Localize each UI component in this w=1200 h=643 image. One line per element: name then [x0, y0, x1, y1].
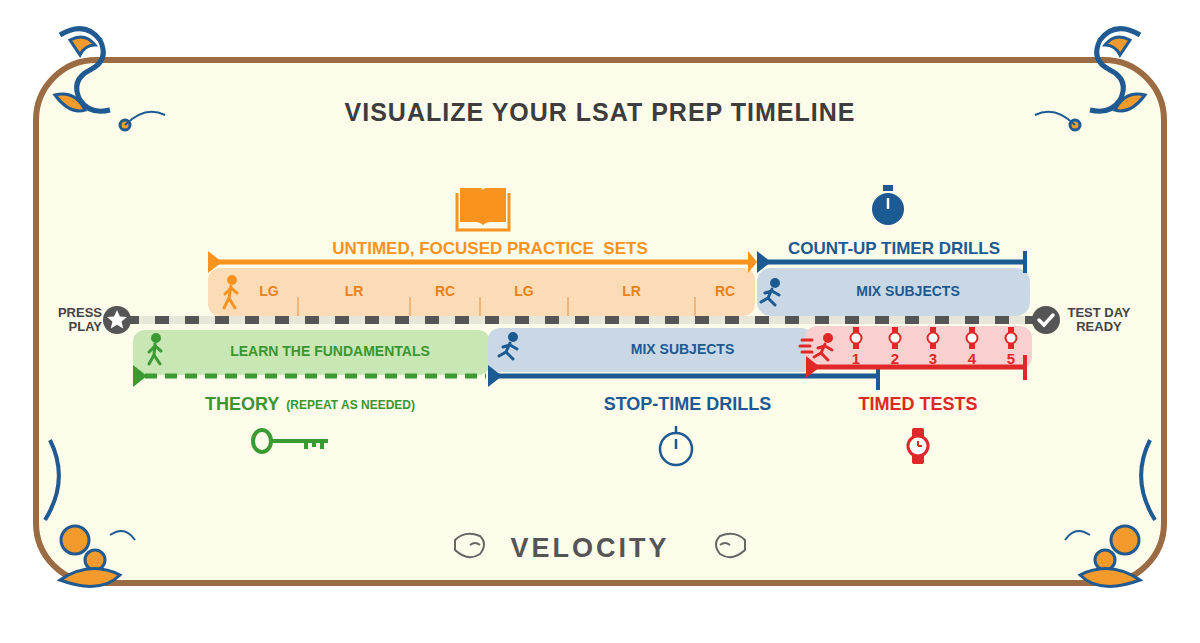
- stoptime-band: MIX SUBJECTS STOP-TIME DRILLS: [488, 326, 880, 418]
- timed-timeline: [812, 365, 1025, 370]
- timer-icon: [872, 185, 904, 225]
- start-flag: [757, 251, 771, 273]
- fundamentals-band: LEARN THE FUNDAMENTALS THEORY (REPEAT AS N…: [133, 328, 493, 418]
- band-text: STOP-TIME DRILLS: [560, 393, 815, 417]
- stoptime-timeline: [492, 374, 878, 379]
- band-label: TIMED TESTS: [818, 393, 1018, 417]
- stoptime-band-fill: [488, 328, 813, 372]
- segment-divider: [298, 297, 695, 316]
- band-text: THEORY: [205, 393, 279, 417]
- book-icon: [457, 188, 509, 230]
- test-number: 3: [923, 350, 943, 368]
- frame: [36, 60, 1164, 583]
- band-label: COUNT-UP TIMER DRILLS: [768, 238, 1020, 260]
- subject-segment: RC: [695, 268, 755, 316]
- corner-ornament: [1065, 440, 1155, 586]
- watch-icon: [851, 327, 1017, 349]
- test-number: 4: [962, 350, 982, 368]
- countup-timeline: [760, 260, 1025, 265]
- timed-band-fill: [805, 326, 1032, 369]
- band-label: LG: [482, 270, 566, 314]
- start-label: PRESS PLAY: [46, 298, 102, 342]
- subject-segment: LG: [480, 268, 568, 316]
- subject-segment: LR: [298, 268, 410, 316]
- check-icon: [1039, 315, 1053, 325]
- band-label: RC: [697, 270, 753, 314]
- band-text: (REPEAT AS NEEDED): [286, 396, 415, 416]
- band-label: LG: [242, 270, 296, 314]
- walker-icon: [224, 277, 237, 309]
- countup-band-fill: [757, 268, 1030, 316]
- band-label: UNTIMED, FOCUSED PRACTICE SETS: [250, 238, 730, 260]
- track-dashes: [125, 316, 1035, 324]
- band-label: LEARN THE FUNDAMENTALS: [175, 331, 485, 373]
- start-flag: [208, 251, 222, 273]
- ready-circle: [1032, 306, 1060, 334]
- test-number: 1: [846, 350, 866, 368]
- start-flag: [806, 356, 820, 378]
- untimed-band: UNTIMED, FOCUSED PRACTICE SETSLGLRRCLGLR…: [205, 236, 760, 318]
- band-label: MIX SUBJECTS: [560, 330, 805, 370]
- untimed-timeline: [212, 260, 752, 265]
- fundamentals-band-fill: [133, 330, 490, 375]
- test-number: 5: [1001, 350, 1021, 368]
- runner-icon: [761, 280, 779, 306]
- key-icon: [253, 430, 328, 452]
- subject-segment: RC: [410, 268, 480, 316]
- subject-segment: LR: [568, 268, 695, 316]
- runner-icon: [800, 335, 832, 361]
- wristwatch-icon: [908, 428, 928, 464]
- corner-ornament: [45, 440, 135, 586]
- band-label: RC: [412, 270, 478, 314]
- play-circle: [103, 306, 131, 334]
- theory-timeline: [145, 374, 486, 379]
- corner-ornament: [55, 29, 165, 130]
- walker-icon: [149, 335, 161, 365]
- start-flag: [133, 365, 147, 387]
- track-base: [125, 316, 1035, 324]
- band-label: LR: [300, 270, 408, 314]
- logo-text: VELOCITY: [480, 532, 700, 566]
- start-flag: [488, 365, 502, 387]
- countup-band: COUNT-UP TIMER DRILLS MIX SUBJECTS: [757, 236, 1032, 318]
- stopwatch-icon: [660, 426, 692, 465]
- runner-icon: [499, 334, 517, 360]
- end-bar: [1023, 251, 1027, 273]
- star-icon: [107, 310, 127, 329]
- test-number: 2: [885, 350, 905, 368]
- end-flag: [748, 251, 757, 273]
- subject-segment: LG: [210, 268, 298, 316]
- end-label: TEST DAY READY: [1064, 298, 1134, 342]
- end-bar: [1023, 355, 1027, 380]
- diagram-title: VISUALIZE YOUR LSAT PREP TIMELINE: [200, 96, 1000, 130]
- timed-band: TIMED TESTS: [805, 326, 1032, 418]
- corner-ornament: [1035, 29, 1145, 130]
- band-label: LR: [570, 270, 693, 314]
- band-text: MIX SUBJECTS: [790, 270, 1026, 314]
- untimed-band-fill: [208, 268, 755, 316]
